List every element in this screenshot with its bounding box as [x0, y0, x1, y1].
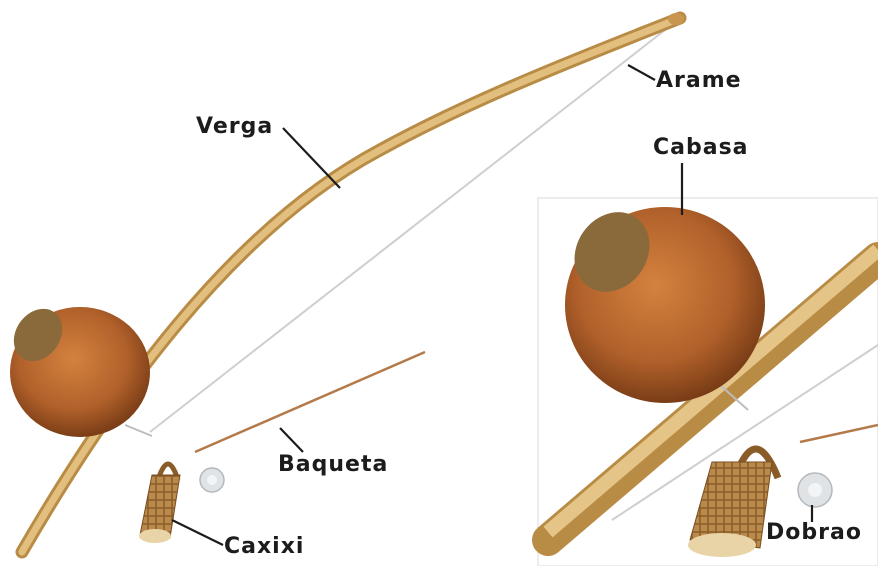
label-caxixi: Caxixi [224, 536, 304, 558]
verga-tip [668, 13, 684, 25]
baqueta-stick [195, 352, 425, 452]
label-cabasa: Cabasa [653, 137, 749, 159]
gourd-string-ring [125, 425, 152, 436]
label-dobrao: Dobrao [766, 522, 862, 544]
inset-dobrao-coin [798, 473, 832, 507]
label-verga: Verga [196, 116, 273, 138]
dobrao-coin-main [200, 468, 224, 492]
leader-caxixi [172, 520, 223, 545]
caxixi-basket-main [139, 464, 180, 543]
label-arame: Arame [656, 70, 742, 92]
label-baqueta: Baqueta [278, 454, 388, 476]
inset-detail-panel [538, 198, 878, 566]
leader-verga [283, 128, 340, 188]
leader-baqueta [280, 428, 303, 452]
leader-arame [628, 65, 655, 80]
